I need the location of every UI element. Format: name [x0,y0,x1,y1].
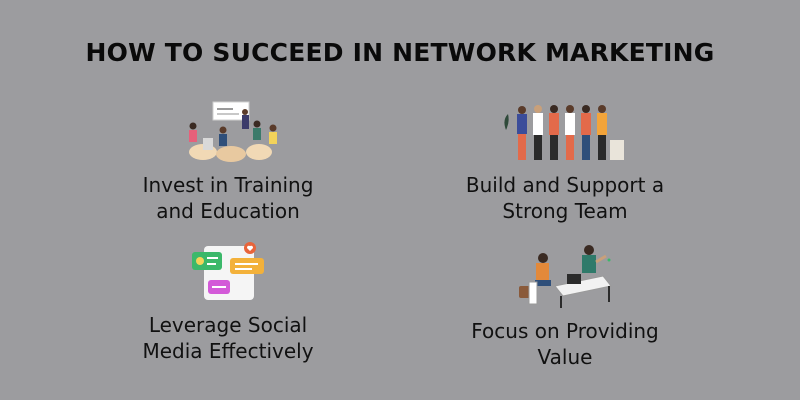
training-class-illustration [189,101,277,162]
tip-social-media-line1: Leverage Social [148,313,308,337]
social-media-chat-illustration [192,242,264,300]
tip-providing-value: Focus on Providing Value [435,240,695,370]
team-illustration [504,105,624,160]
tip-team-line2: Strong Team [502,199,628,223]
tip-team: Build and Support a Strong Team [435,100,695,224]
tip-training: Invest in Training and Education [98,100,358,224]
tip-social-media: Leverage Social Media Effectively [98,240,358,364]
tip-training-line1: Invest in Training [142,173,314,197]
tip-providing-value-line2: Value [537,345,593,369]
tip-social-media-line2: Media Effectively [142,339,314,363]
meeting-desk-illustration [519,245,612,308]
tip-team-line1: Build and Support a [465,173,665,197]
tip-providing-value-line1: Focus on Providing [471,319,659,343]
tip-training-line2: and Education [156,199,300,223]
page-title: HOW TO SUCCEED IN NETWORK MARKETING [85,38,715,67]
